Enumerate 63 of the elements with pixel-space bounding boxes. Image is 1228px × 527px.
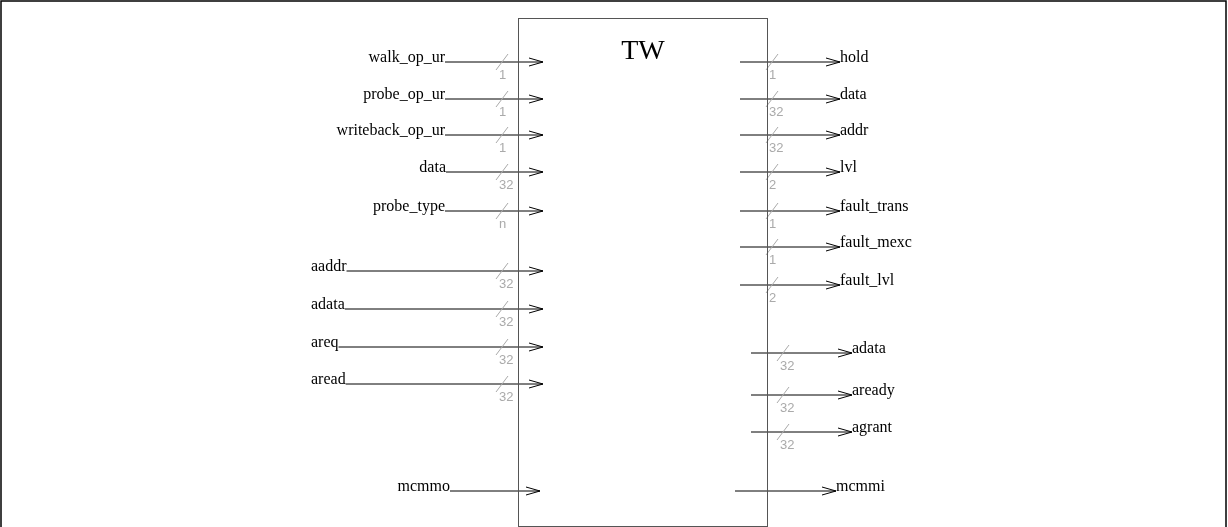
bus-width-label: 2 — [769, 178, 777, 192]
signal-name: areq — [311, 333, 339, 351]
signal-arrow — [739, 57, 841, 67]
signal-name: probe_op_ur — [363, 85, 445, 103]
module-block — [518, 18, 768, 527]
signal-arrow — [444, 206, 544, 216]
signal-name: mcmmi — [836, 477, 885, 495]
signal-arrow — [338, 342, 544, 352]
bus-width-label: 32 — [499, 390, 514, 404]
signal-arrow — [750, 348, 853, 358]
bus-width-label: 32 — [769, 105, 784, 119]
signal-name: adata — [311, 295, 345, 313]
signal-arrow — [750, 390, 853, 400]
signal-name: fault_mexc — [840, 233, 912, 251]
signal-name: writeback_op_ur — [336, 121, 445, 139]
bus-width-label: 1 — [769, 68, 777, 82]
signal-arrow — [449, 486, 541, 496]
signal-arrow — [739, 280, 841, 290]
signal-arrow — [345, 379, 544, 389]
signal-name: aread — [311, 370, 346, 388]
bus-width-label: 2 — [769, 291, 777, 305]
signal-arrow — [739, 94, 841, 104]
signal-name: adata — [852, 339, 886, 357]
signal-name: fault_lvl — [840, 271, 895, 289]
bus-width-label: 32 — [499, 353, 514, 367]
bus-width-label: 1 — [499, 105, 507, 119]
bus-width-label: 32 — [780, 401, 795, 415]
bus-width-label: 1 — [499, 141, 507, 155]
bus-width-label: 32 — [499, 315, 514, 329]
signal-name: lvl — [840, 158, 857, 176]
signal-name: aready — [852, 381, 895, 399]
signal-arrow — [739, 130, 841, 140]
bus-width-label: 32 — [769, 141, 784, 155]
bus-width-label: 32 — [499, 178, 514, 192]
signal-name: walk_op_ur — [368, 48, 445, 66]
signal-arrow — [344, 304, 544, 314]
signal-name: hold — [840, 48, 869, 66]
bus-width-label: 1 — [769, 217, 777, 231]
signal-name: agrant — [852, 418, 892, 436]
signal-arrow — [734, 486, 837, 496]
signal-name: data — [419, 158, 446, 176]
signal-name: addr — [840, 121, 869, 139]
bus-width-label: 1 — [769, 253, 777, 267]
signal-arrow — [346, 266, 544, 276]
signal-arrow — [750, 427, 853, 437]
signal-arrow — [739, 242, 841, 252]
signal-arrow — [444, 57, 544, 67]
signal-arrow — [445, 167, 544, 177]
signal-name: mcmmo — [397, 477, 450, 495]
module-title: TW — [620, 35, 666, 65]
signal-arrow — [444, 130, 544, 140]
bus-width-label: 1 — [499, 68, 507, 82]
signal-arrow — [739, 206, 841, 216]
signal-name: probe_type — [373, 197, 445, 215]
signal-arrow — [444, 94, 544, 104]
signal-name: fault_trans — [840, 197, 909, 215]
signal-name: aaddr — [311, 257, 347, 275]
bus-width-label: 32 — [780, 438, 795, 452]
bus-width-label: n — [499, 217, 507, 231]
signal-arrow — [739, 167, 841, 177]
signal-name: data — [840, 85, 867, 103]
bus-width-label: 32 — [499, 277, 514, 291]
bus-width-label: 32 — [780, 359, 795, 373]
